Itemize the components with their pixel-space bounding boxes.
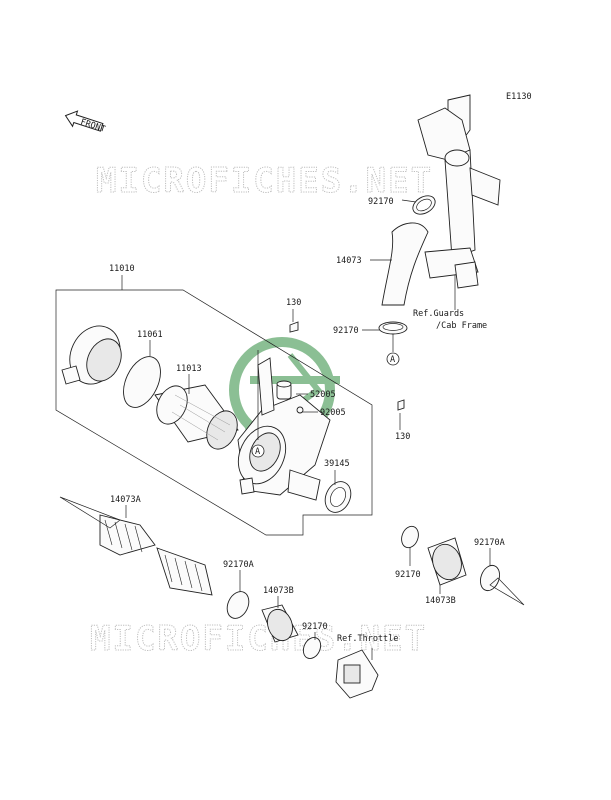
clamp-92170-bottom	[302, 637, 322, 659]
callout-92170-bottom: 92170	[302, 622, 328, 632]
callout-14073B-left: 14073B	[263, 586, 294, 596]
callout-11061: 11061	[137, 330, 163, 340]
screw-130-right	[397, 399, 405, 411]
watermark-top: MICROFICHES.NET	[96, 161, 433, 201]
airbox-cap	[61, 325, 122, 385]
fitting-92005	[296, 406, 304, 414]
seal-ring-11061	[123, 356, 161, 408]
filter-element-11013	[154, 384, 239, 450]
hose-14073A	[99, 514, 213, 596]
watermark-bottom: MICROFICHES.NET	[90, 619, 427, 659]
seal-39145	[324, 481, 352, 513]
callout-14073: 14073	[336, 256, 362, 266]
ref-guards-line1: Ref.Guards	[413, 309, 464, 319]
front-arrow-icon	[64, 110, 104, 132]
callout-11010: 11010	[109, 264, 135, 274]
callout-92170-mid: 92170	[333, 326, 359, 336]
callout-39145: 39145	[324, 459, 350, 469]
callout-92170A-left: 92170A	[223, 560, 254, 570]
clamp-92170-mid	[378, 321, 408, 335]
clamp-92170A-left	[226, 591, 250, 619]
clamp-92170-top	[412, 195, 436, 215]
ref-marker-a-right	[386, 352, 400, 366]
ref-marker-a-right-label: A	[390, 355, 395, 365]
cab-frame	[417, 94, 501, 289]
ref-marker-a-left-label: A	[255, 447, 260, 457]
front-label: FRONT	[79, 117, 106, 134]
ref-throttle: Ref.Throttle	[337, 634, 398, 644]
assembly-box	[55, 289, 373, 536]
ref-marker-a-left	[251, 444, 265, 458]
airbox-housing	[237, 357, 331, 501]
ref-guards-line2: /Cab Frame	[436, 321, 487, 331]
boot-14073B-right	[427, 537, 467, 586]
callout-92170A-right: 92170A	[474, 538, 505, 548]
diagram-code: E1130	[506, 92, 532, 102]
leader-lines	[121, 199, 491, 660]
hose-14073	[381, 222, 429, 306]
callout-130-right: 130	[395, 432, 410, 442]
screw-130-top	[289, 321, 299, 333]
callout-92170-low: 92170	[395, 570, 421, 580]
callout-14073A: 14073A	[110, 495, 141, 505]
callout-52005: 52005	[310, 390, 336, 400]
grommet-52005	[276, 380, 292, 400]
callout-130-top: 130	[286, 298, 301, 308]
clamp-92170-low	[401, 525, 419, 549]
callout-92005: 92005	[320, 408, 346, 418]
callout-11013: 11013	[176, 364, 202, 374]
throttle-body	[335, 649, 379, 699]
callout-92170-top: 92170	[368, 197, 394, 207]
clamp-92170A-right	[479, 564, 501, 592]
boot-14073B-left	[261, 604, 299, 643]
callout-14073B-right: 14073B	[425, 596, 456, 606]
